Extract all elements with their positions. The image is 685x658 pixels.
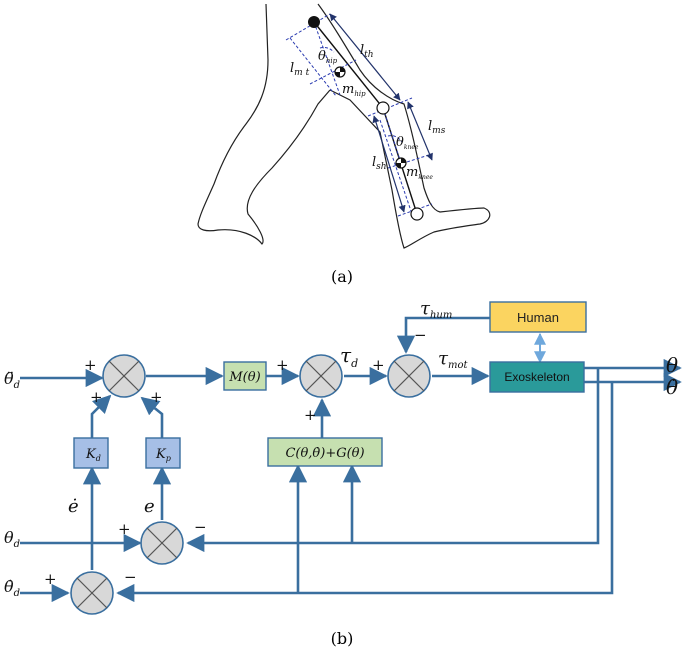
l-sh-arrow bbox=[372, 115, 406, 213]
sum-junction-error bbox=[140, 521, 184, 565]
label-l-mt: lm t bbox=[290, 61, 310, 78]
l-mt-measure-line bbox=[289, 37, 337, 97]
label-theta-hip: θhip bbox=[318, 49, 338, 65]
human-block: Human bbox=[489, 301, 587, 333]
wire-theta-feedback bbox=[186, 368, 600, 553]
sign-minus-error: − bbox=[194, 518, 207, 536]
label-tau-hum: τhum bbox=[420, 298, 452, 321]
knee-mass-marker bbox=[395, 157, 407, 169]
sign-minus-error-dot: − bbox=[124, 568, 137, 586]
block-diagram bbox=[20, 316, 682, 603]
theta-hip-arc bbox=[319, 47, 335, 53]
knee-tick-a bbox=[367, 97, 413, 117]
sign-plus-motor: + bbox=[372, 356, 385, 374]
label-output-theta: θ bbox=[666, 353, 678, 377]
wire-kd-to-sum1 bbox=[90, 394, 112, 438]
sum-junction-motor bbox=[387, 354, 431, 398]
sign-plus-acc-kd: + bbox=[90, 388, 103, 406]
coriolis-gravity-label: C(θ,θ̇)+G(θ) bbox=[285, 446, 364, 461]
caption-a: (a) bbox=[331, 267, 353, 286]
label-l-th: lth bbox=[360, 43, 374, 60]
ankle-tick bbox=[397, 203, 433, 217]
sign-plus-torque-m: + bbox=[276, 356, 289, 374]
label-theta-d: θd bbox=[4, 528, 20, 550]
sign-plus-acc-ff: + bbox=[84, 356, 97, 374]
kp-block: Kp bbox=[145, 437, 181, 469]
sign-plus-error-dot: + bbox=[44, 570, 57, 588]
sign-plus-error: + bbox=[118, 520, 131, 538]
wire-human-to-sum3 bbox=[396, 316, 490, 354]
kd-label: Kd bbox=[85, 447, 101, 463]
label-e-dot: ė bbox=[68, 496, 79, 517]
sum-junction-error-dot bbox=[70, 571, 114, 615]
label-thetadd-d: θ̈d bbox=[4, 369, 20, 391]
kp-label: Kp bbox=[155, 447, 171, 463]
rear-leg-outline bbox=[197, 3, 331, 245]
knee-joint bbox=[376, 101, 390, 115]
sign-plus-acc-kp: + bbox=[150, 388, 163, 406]
label-m-hip: mhip bbox=[342, 82, 366, 98]
leg-illustration: lm t θhip lth mhip lms θknee lsh mknee bbox=[197, 3, 491, 249]
label-output-thetadot: θ̇ bbox=[666, 375, 678, 399]
hip-tick bbox=[285, 13, 331, 41]
caption-b: (b) bbox=[331, 629, 354, 648]
exoskeleton-label: Exoskeleton bbox=[504, 370, 569, 384]
wire-kp-to-sum1 bbox=[140, 396, 164, 438]
hip-joint bbox=[308, 16, 320, 28]
label-thetadot-d: θ̇d bbox=[4, 577, 20, 599]
label-tau-d: τd bbox=[340, 343, 358, 370]
label-e: e bbox=[144, 496, 155, 517]
label-l-sh: lsh bbox=[372, 155, 387, 172]
mass-matrix-block: M(θ) bbox=[223, 361, 267, 391]
wire-thetadot-feedback bbox=[116, 382, 614, 603]
sum-junction-torque bbox=[299, 354, 343, 398]
hip-vertical-dashed bbox=[313, 21, 341, 96]
label-m-knee: mknee bbox=[406, 165, 433, 181]
l-ms-arrow bbox=[407, 101, 433, 161]
sign-minus-motor: − bbox=[414, 326, 427, 344]
hip-mass-marker bbox=[334, 66, 346, 78]
ankle-joint bbox=[410, 207, 424, 221]
exoskeleton-block: Exoskeleton bbox=[489, 361, 585, 393]
label-tau-mot: τmot bbox=[438, 348, 468, 371]
sign-plus-torque-cg: + bbox=[304, 406, 317, 424]
label-l-ms: lms bbox=[428, 119, 446, 136]
summing-junctions bbox=[70, 354, 431, 615]
kd-block: Kd bbox=[73, 437, 109, 469]
mass-matrix-label: M(θ) bbox=[228, 370, 260, 385]
label-theta-knee: θknee bbox=[396, 135, 419, 151]
human-label: Human bbox=[517, 310, 559, 325]
sum-junction-acc bbox=[102, 354, 146, 398]
coriolis-gravity-block: C(θ,θ̇)+G(θ) bbox=[267, 437, 383, 467]
l-th-arrow bbox=[329, 13, 401, 101]
